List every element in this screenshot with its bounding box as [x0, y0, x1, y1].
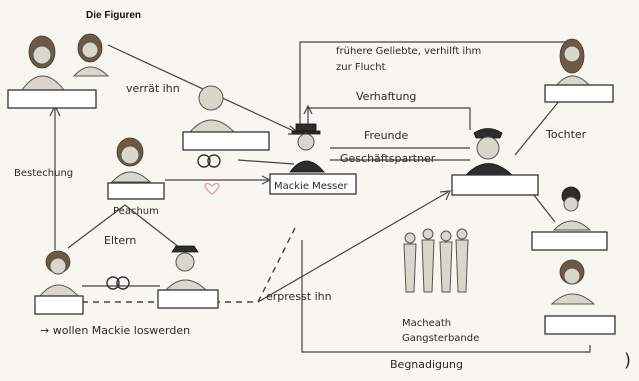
- figure-gang: [403, 228, 469, 293]
- connector-tochter: [514, 99, 561, 156]
- label-geschaeftspartner: Geschäftspartner: [340, 152, 436, 165]
- label-tochter: Tochter: [545, 128, 587, 141]
- box-father: [157, 289, 219, 309]
- connector-verhaftung: [307, 107, 471, 130]
- connector-eltern: [67, 204, 181, 249]
- figure-mackie: [289, 123, 325, 173]
- label-verhaftung: Verhaftung: [356, 90, 416, 103]
- box-lady: [7, 89, 97, 109]
- box-mackie: [269, 173, 357, 195]
- label-gang-1: Macheath: [402, 318, 451, 329]
- figure-mother: [38, 250, 80, 297]
- figure-polly: [110, 137, 152, 183]
- connector-begnadigung: [301, 240, 591, 353]
- wedding-rings-icon: [197, 154, 221, 168]
- diagram-title: Die Figuren: [86, 10, 141, 21]
- label-verraet: verrät ihn: [126, 82, 180, 95]
- figure-police: [465, 128, 513, 176]
- figure-father: [164, 245, 208, 291]
- box-police: [451, 174, 539, 196]
- label-freunde: Freunde: [364, 129, 409, 142]
- box-right-lower-woman: [544, 315, 616, 335]
- figure-bald-man: [188, 85, 236, 133]
- heart-icon: [204, 182, 220, 195]
- connector-betrayer: [237, 159, 295, 165]
- connector-fruehere: [299, 41, 570, 128]
- label-peachum: Peachum: [113, 206, 159, 217]
- box-betrayer: [182, 131, 270, 151]
- label-eltern: Eltern: [104, 234, 136, 247]
- label-fruehere-1: frühere Geliebte, verhilft ihm: [336, 46, 481, 57]
- label-bestechung: Bestechung: [14, 168, 73, 179]
- label-wollen: → wollen Mackie loswerden: [40, 324, 190, 337]
- label-erpresst: erpresst ihn: [266, 290, 332, 303]
- figure-top-left-women: [21, 33, 110, 91]
- arrowhead-erpresst: [439, 190, 451, 201]
- connector-erpresst: [257, 191, 449, 303]
- label-fruehere-2: zur Flucht: [336, 62, 386, 73]
- figure-right-woman: [554, 38, 592, 87]
- label-begnadigung: Begnadigung: [390, 358, 463, 371]
- arrowhead-verhaftung: [303, 104, 313, 115]
- box-right-man: [531, 231, 608, 251]
- box-right-woman: [544, 84, 614, 103]
- box-peachum-daughter: [107, 182, 165, 200]
- box-mother: [34, 295, 84, 315]
- figure-right-lower-woman: [550, 259, 596, 305]
- label-gang-2: Gangsterbande: [402, 333, 479, 344]
- wedding-rings-icon: [106, 276, 130, 290]
- label-mackie: Mackie Messer: [274, 181, 349, 192]
- figure-right-man: [552, 186, 592, 231]
- closing-paren: ): [624, 350, 631, 371]
